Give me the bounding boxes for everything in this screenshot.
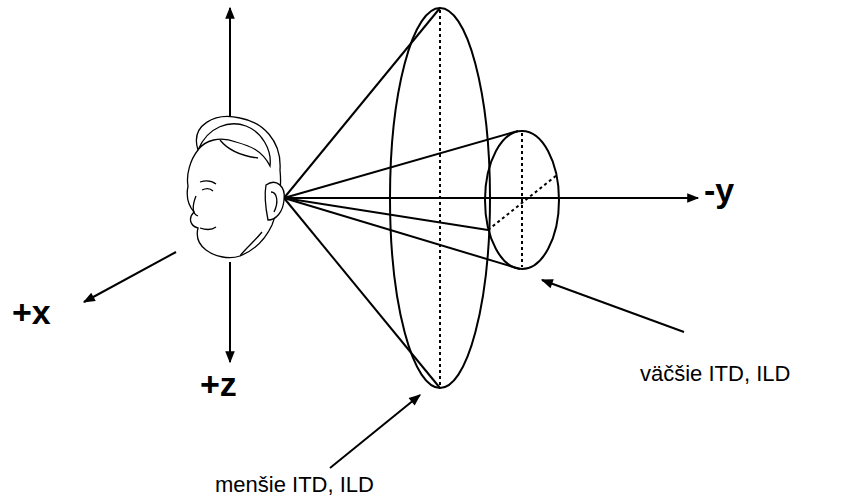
axis-label: +x xyxy=(12,294,51,331)
axis-label: +z xyxy=(200,366,237,403)
large-cone-base xyxy=(390,8,490,388)
leader-arrow xyxy=(542,280,684,332)
cone-axis-dotted xyxy=(521,133,523,267)
cone-line xyxy=(284,198,440,388)
cone-line xyxy=(284,198,488,230)
small-cone-base xyxy=(485,131,559,269)
axis-up xyxy=(229,8,231,128)
axis-label: -y xyxy=(704,172,734,209)
axis-x xyxy=(84,252,176,302)
cone-line xyxy=(284,8,440,198)
callout-label: väčšie ITD, ILD xyxy=(640,362,790,386)
axis-z xyxy=(229,262,231,362)
leader-arrow xyxy=(330,395,420,468)
cone-line xyxy=(284,131,518,198)
cone-line xyxy=(284,198,520,269)
head-drawing xyxy=(187,117,284,258)
callout-label: menšie ITD, ILD xyxy=(215,473,374,497)
cone-diameter-dotted xyxy=(488,175,557,230)
cone-axis-dotted xyxy=(439,10,441,386)
